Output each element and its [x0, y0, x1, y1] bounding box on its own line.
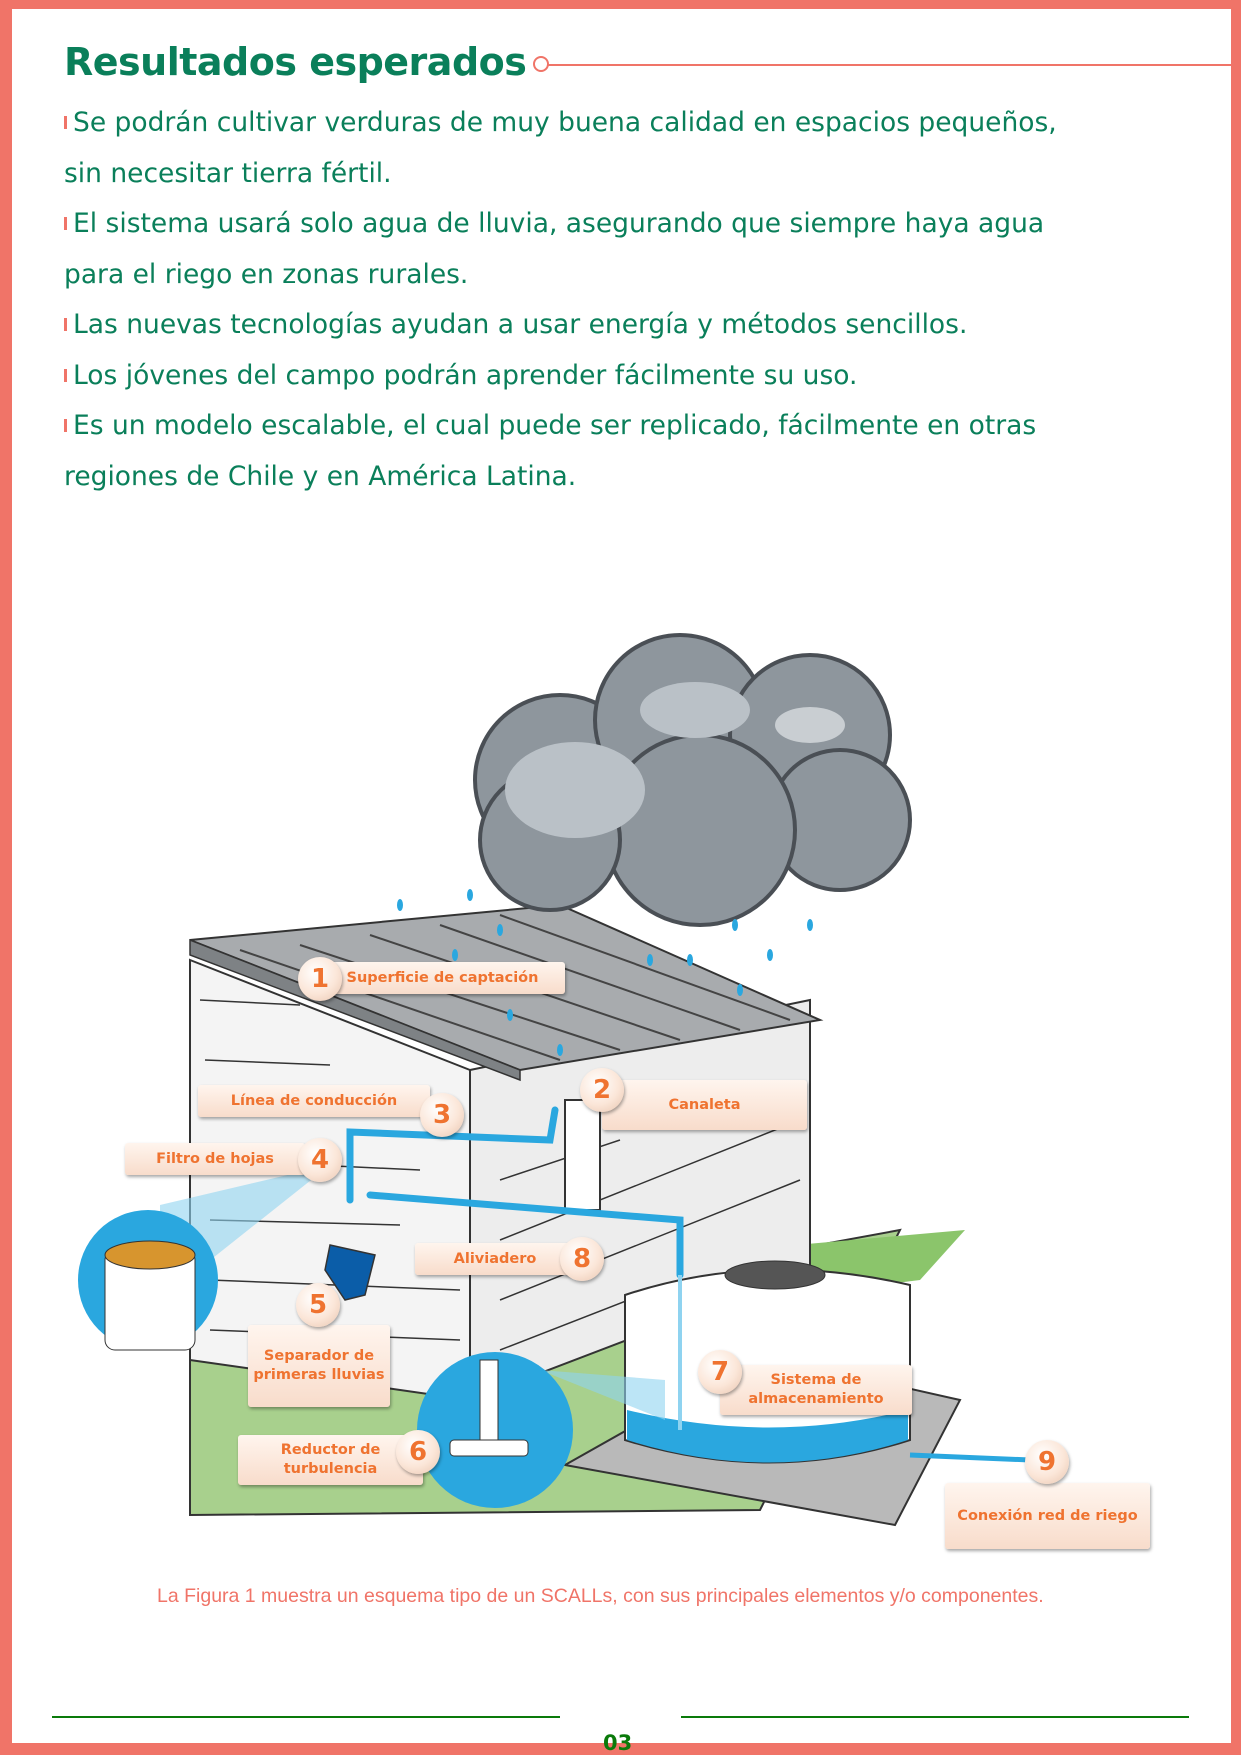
callout-label-7: Sistema de almacenamiento — [720, 1365, 912, 1415]
list-item: Se podrán cultivar verduras de muy buena… — [64, 98, 1154, 199]
footer-rule-left — [52, 1716, 560, 1718]
bullet-mark — [64, 116, 67, 129]
callout-label-5: Separador de primeras lluvias — [248, 1325, 390, 1407]
callout-label-3: Línea de conducción — [198, 1085, 430, 1117]
list-item: Las nuevas tecnologías ayudan a usar ene… — [64, 300, 1154, 351]
callout-number-1: 1 — [298, 957, 342, 1001]
bullet-text: para el riego en zonas rurales. — [64, 258, 469, 290]
callout-number-4: 4 — [298, 1138, 342, 1182]
bullet-text: Las nuevas tecnologías ayudan a usar ene… — [73, 309, 968, 340]
conduction-pipe — [346, 1106, 559, 1204]
callout-number-3: 3 — [420, 1093, 464, 1137]
bullet-text: regiones de Chile y en América Latina. — [64, 460, 577, 492]
bullet-text: El sistema usará solo agua de lluvia, as… — [73, 208, 1045, 239]
page-title: Resultados esperados — [64, 40, 527, 84]
footer-rule-right — [681, 1716, 1189, 1718]
page-number: 03 — [603, 1731, 633, 1755]
callout-number-5: 5 — [296, 1283, 340, 1327]
list-item: El sistema usará solo agua de lluvia, as… — [64, 199, 1154, 300]
rain-drops — [397, 889, 813, 1056]
bullet-mark — [64, 217, 67, 230]
tank-lid — [724, 1260, 826, 1290]
figure-caption: La Figura 1 muestra un esquema tipo de u… — [157, 1585, 1044, 1607]
bullet-mark — [64, 368, 67, 382]
list-item: Los jóvenes del campo podrán aprender fá… — [64, 351, 1154, 402]
first-flush-separator — [324, 1244, 376, 1301]
callout-label-9: Conexión red de riego — [945, 1483, 1150, 1549]
callout-label-1: Superficie de captación — [320, 962, 565, 994]
callout-number-2: 2 — [580, 1068, 624, 1112]
bullet-text: Los jóvenes del campo podrán aprender fá… — [73, 359, 858, 391]
title-divider — [542, 64, 1232, 66]
callout-number-6: 6 — [396, 1430, 440, 1474]
callout-label-2: Canaleta — [602, 1080, 807, 1130]
bullet-text: Se podrán cultivar verduras de muy buena… — [73, 107, 1057, 138]
irrigation-pipe — [909, 1452, 1031, 1463]
list-item: Es un modelo escalable, el cual puede se… — [64, 401, 1154, 502]
callout-label-6: Reductor de turbulencia — [238, 1435, 423, 1485]
title-divider-dot — [533, 56, 549, 72]
bullet-text: sin necesitar tierra fértil. — [64, 157, 392, 189]
overflow-pipe — [366, 1191, 684, 1279]
tank-water — [627, 1410, 908, 1463]
bullet-mark — [64, 419, 67, 432]
callout-number-8: 8 — [560, 1237, 604, 1281]
callout-label-8: Aliviadero — [415, 1243, 575, 1275]
callout-number-7: 7 — [698, 1350, 742, 1394]
window — [564, 1099, 601, 1211]
bullet-mark — [64, 318, 67, 331]
callout-number-9: 9 — [1025, 1440, 1069, 1484]
expected-results-list: Se podrán cultivar verduras de muy buena… — [64, 98, 1154, 502]
bullet-text: Es un modelo escalable, el cual puede se… — [73, 410, 1037, 441]
callout-label-4: Filtro de hojas — [125, 1143, 305, 1175]
